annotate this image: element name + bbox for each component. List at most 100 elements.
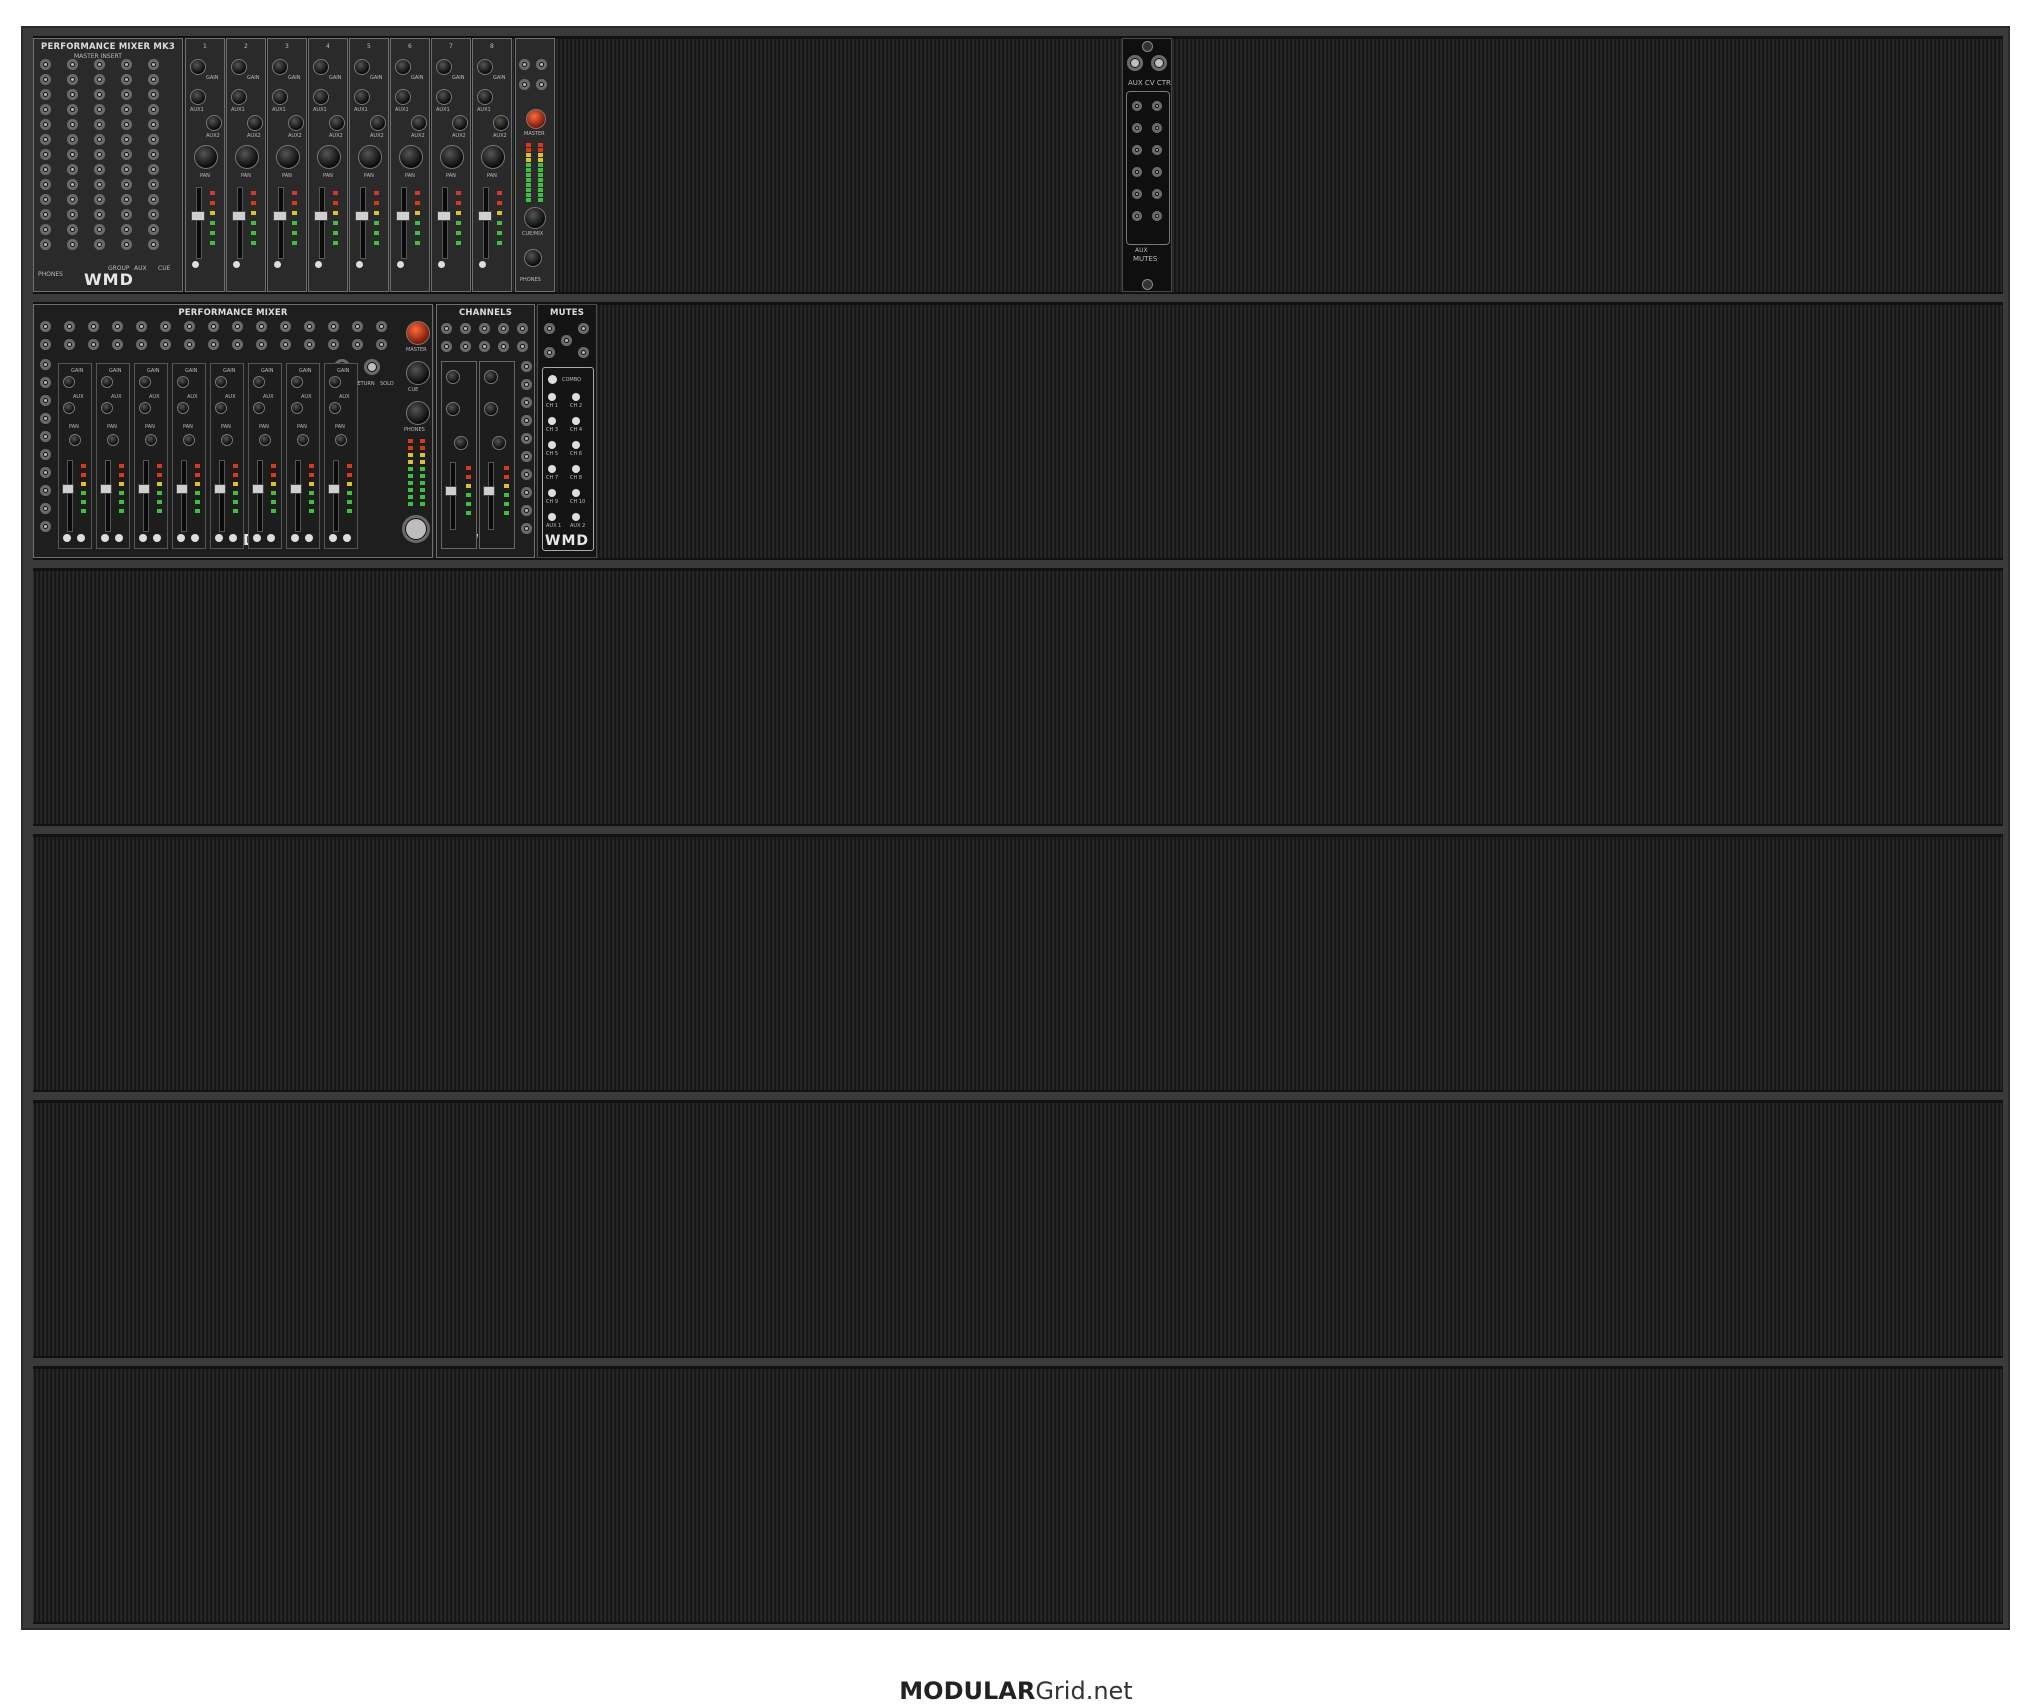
- jack[interactable]: [67, 74, 78, 85]
- jack[interactable]: [517, 341, 528, 352]
- jack[interactable]: [88, 339, 99, 350]
- jack[interactable]: [40, 521, 51, 532]
- jack[interactable]: [121, 89, 132, 100]
- jack[interactable]: [40, 449, 51, 460]
- channel-strip[interactable]: [441, 361, 477, 549]
- pan-knob[interactable]: [492, 436, 506, 450]
- pan-knob[interactable]: [481, 145, 505, 169]
- jack[interactable]: [40, 359, 51, 370]
- solo-jack[interactable]: [364, 359, 380, 375]
- jack[interactable]: [121, 194, 132, 205]
- jack[interactable]: [148, 89, 159, 100]
- jack[interactable]: [1152, 211, 1162, 221]
- site-footer[interactable]: MODULARGrid.net: [0, 1677, 2032, 1705]
- jack[interactable]: [94, 89, 105, 100]
- jack[interactable]: [64, 321, 75, 332]
- mute-button[interactable]: [315, 261, 322, 268]
- jack[interactable]: [1152, 145, 1162, 155]
- mute-button[interactable]: [291, 534, 299, 542]
- jack[interactable]: [94, 134, 105, 145]
- jack[interactable]: [148, 224, 159, 235]
- jack[interactable]: [88, 321, 99, 332]
- aux-knob[interactable]: [177, 402, 189, 414]
- jack[interactable]: [67, 224, 78, 235]
- jack[interactable]: [148, 194, 159, 205]
- aux1-knob[interactable]: [436, 89, 452, 105]
- aux2-knob[interactable]: [206, 115, 222, 131]
- mute-button[interactable]: [233, 261, 240, 268]
- pan-knob[interactable]: [454, 436, 468, 450]
- gain-knob[interactable]: [101, 376, 113, 388]
- mute-button[interactable]: [139, 534, 147, 542]
- gain-knob[interactable]: [313, 59, 329, 75]
- pan-knob[interactable]: [235, 145, 259, 169]
- jack[interactable]: [1132, 189, 1142, 199]
- jack[interactable]: [112, 339, 123, 350]
- pan-knob[interactable]: [440, 145, 464, 169]
- pan-knob[interactable]: [276, 145, 300, 169]
- pan-knob[interactable]: [194, 145, 218, 169]
- jack[interactable]: [517, 323, 528, 334]
- jack[interactable]: [304, 339, 315, 350]
- gain-knob[interactable]: [395, 59, 411, 75]
- fader-cap[interactable]: [437, 211, 451, 221]
- jack[interactable]: [148, 104, 159, 115]
- aux-knob[interactable]: [291, 402, 303, 414]
- jack[interactable]: [40, 239, 51, 250]
- mute-button[interactable]: [215, 534, 223, 542]
- jack[interactable]: [40, 395, 51, 406]
- mute-button[interactable]: [356, 261, 363, 268]
- jack[interactable]: [578, 323, 589, 334]
- jack[interactable]: [67, 119, 78, 130]
- jack[interactable]: [40, 134, 51, 145]
- rack-row-5[interactable]: [33, 1100, 2003, 1358]
- fader-cap[interactable]: [100, 484, 112, 494]
- cue-mix-knob[interactable]: [524, 207, 546, 229]
- fader-cap[interactable]: [138, 484, 150, 494]
- mute-button[interactable]: [572, 441, 580, 449]
- jack[interactable]: [521, 361, 532, 372]
- pan-knob[interactable]: [259, 434, 271, 446]
- rack-row-3[interactable]: [33, 568, 2003, 826]
- jack[interactable]: [1132, 211, 1142, 221]
- fader-cap[interactable]: [328, 484, 340, 494]
- jack[interactable]: [64, 339, 75, 350]
- jack[interactable]: [40, 413, 51, 424]
- gain-knob[interactable]: [139, 376, 151, 388]
- phones-knob[interactable]: [524, 249, 542, 267]
- jack[interactable]: [521, 487, 532, 498]
- jack[interactable]: [498, 323, 509, 334]
- rack-row-4[interactable]: [33, 834, 2003, 1092]
- jack[interactable]: [184, 321, 195, 332]
- pan-knob[interactable]: [107, 434, 119, 446]
- jack[interactable]: [1132, 101, 1142, 111]
- aux-knob[interactable]: [329, 402, 341, 414]
- fader-cap[interactable]: [290, 484, 302, 494]
- aux1-knob[interactable]: [395, 89, 411, 105]
- aux1-knob[interactable]: [190, 89, 206, 105]
- gain-knob[interactable]: [215, 376, 227, 388]
- jack[interactable]: [352, 321, 363, 332]
- fader-cap[interactable]: [355, 211, 369, 221]
- jack[interactable]: [160, 339, 171, 350]
- jack[interactable]: [121, 74, 132, 85]
- jack[interactable]: [148, 74, 159, 85]
- jack[interactable]: [578, 347, 589, 358]
- fader-cap[interactable]: [478, 211, 492, 221]
- mute-button[interactable]: [548, 513, 556, 521]
- jack[interactable]: [479, 323, 490, 334]
- master-knob[interactable]: [406, 321, 430, 345]
- jack[interactable]: [536, 79, 547, 90]
- jack[interactable]: [40, 467, 51, 478]
- jack[interactable]: [148, 179, 159, 190]
- jack[interactable]: [208, 321, 219, 332]
- jack[interactable]: [521, 397, 532, 408]
- aux1-knob[interactable]: [313, 89, 329, 105]
